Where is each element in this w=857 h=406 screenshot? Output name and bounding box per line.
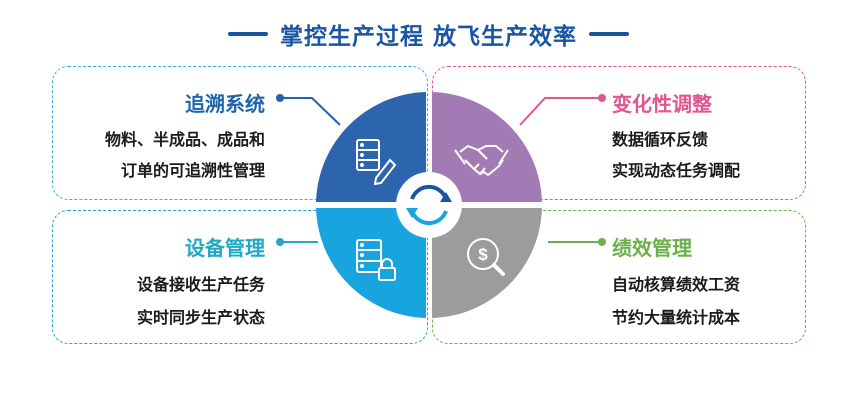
panel-equipment-heading: 设备管理 — [185, 236, 265, 260]
handshake-icon — [454, 145, 509, 176]
panel-performance-line-1: 自动核算绩效工资 — [612, 275, 741, 294]
server-lock-icon — [356, 239, 396, 281]
svg-text:$: $ — [478, 245, 488, 264]
panel-performance-heading: 绩效管理 — [612, 236, 692, 260]
page-title: 掌控生产过程 放飞生产效率 — [279, 24, 577, 50]
panel-trace-line-2: 订单的可追溯性管理 — [120, 161, 265, 180]
title-dash-right — [589, 32, 629, 36]
panel-change-line-2: 实现动态任务调配 — [612, 161, 741, 180]
quadrant-change — [432, 92, 542, 202]
panel-change-heading: 变化性调整 — [612, 92, 712, 116]
panel-trace-heading: 追溯系统 — [185, 92, 265, 116]
panel-performance-line-2: 节约大量统计成本 — [612, 308, 741, 327]
dollar-search-icon: $ — [467, 238, 505, 276]
center-disc — [396, 172, 462, 238]
quadrant-equipment — [316, 208, 426, 318]
quadrant-trace — [316, 92, 426, 202]
panel-equipment-frame — [52, 210, 428, 344]
panel-equipment-line-2: 实时同步生产状态 — [136, 308, 265, 327]
panel-change-line-1: 数据循环反馈 — [612, 130, 709, 149]
connector-change — [519, 94, 606, 126]
connector-trace — [276, 94, 341, 126]
quadrant-performance — [432, 208, 542, 318]
server-edit-icon — [356, 139, 397, 186]
title-bar: 掌控生产过程 放飞生产效率 — [0, 14, 857, 54]
panel-equipment-line-1: 设备接收生产任务 — [136, 275, 265, 294]
connector-performance — [548, 238, 606, 246]
panel-trace-line-1: 物料、半成品、成品和 — [104, 130, 265, 149]
cycle-arrows-icon — [406, 184, 452, 226]
connector-equipment — [276, 238, 318, 246]
title-dash-left — [227, 32, 268, 36]
panel-trace-frame — [52, 66, 428, 200]
